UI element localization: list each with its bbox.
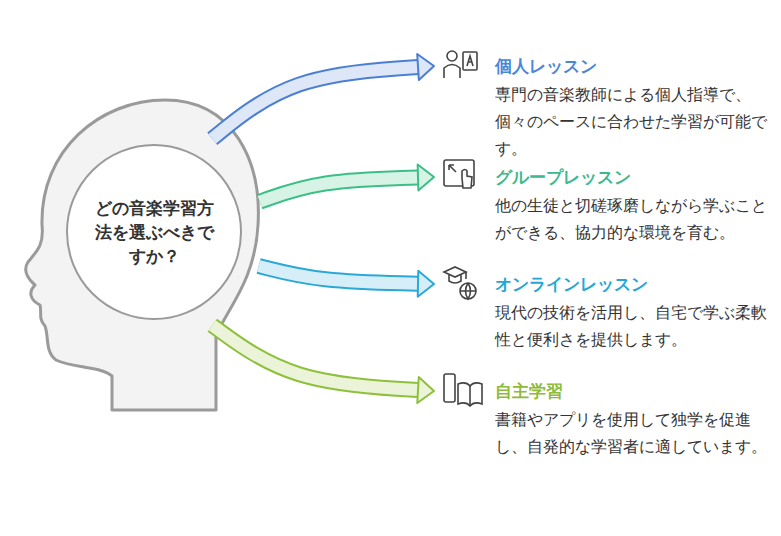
option-item: 自主学習書籍やアプリを使用して独学を促進し、自発的な学習者に適しています。 xyxy=(440,378,770,460)
curved-arrow xyxy=(259,266,434,297)
question-text: どの音楽学習方法を選ぶべきですか？ xyxy=(92,196,216,268)
option-description: 書籍やアプリを使用して独学を促進し、自発的な学習者に適しています。 xyxy=(495,406,770,460)
group-icon xyxy=(444,160,474,188)
arrow-fill xyxy=(260,177,418,201)
arrow-head xyxy=(417,54,434,80)
option-item: 個人レッスン専門の音楽教師による個人指導で、個々のペースに合わせた学習が可能です… xyxy=(440,53,770,162)
head-silhouette xyxy=(26,100,259,410)
book-icon xyxy=(444,374,482,406)
option-description: 現代の技術を活用し、自宅で学ぶ柔軟性と便利さを提供します。 xyxy=(495,299,770,353)
arrow-fill xyxy=(212,325,418,390)
option-heading: グループレッスン xyxy=(495,164,770,190)
arrow-fill xyxy=(259,266,418,284)
option-item: オンラインレッスン現代の技術を活用し、自宅で学ぶ柔軟性と便利さを提供します。 xyxy=(440,271,770,353)
curved-arrow xyxy=(260,164,434,201)
option-description: 他の生徒と切磋琢磨しながら学ぶことができる、協力的な環境を育む。 xyxy=(495,192,770,246)
online-icon xyxy=(444,267,476,299)
option-item: グループレッスン他の生徒と切磋琢磨しながら学ぶことができる、協力的な環境を育む。 xyxy=(440,164,770,246)
option-heading: 自主学習 xyxy=(495,378,770,404)
question-circle: どの音楽学習方法を選ぶべきですか？ xyxy=(66,144,242,320)
arrow-outline xyxy=(212,325,418,390)
arrow-head xyxy=(417,377,434,403)
option-heading: 個人レッスン xyxy=(495,53,770,79)
option-heading: オンラインレッスン xyxy=(495,271,770,297)
arrow-outline xyxy=(260,177,418,201)
option-description: 専門の音楽教師による個人指導で、個々のペースに合わせた学習が可能です。 xyxy=(495,81,770,162)
arrow-outline xyxy=(212,67,418,139)
arrow-fill xyxy=(212,67,418,139)
teacher-icon xyxy=(444,51,477,78)
arrow-head xyxy=(418,271,434,297)
curved-arrow xyxy=(212,54,434,139)
arrow-head xyxy=(418,164,434,190)
arrow-outline xyxy=(259,266,418,284)
curved-arrow xyxy=(212,325,434,403)
